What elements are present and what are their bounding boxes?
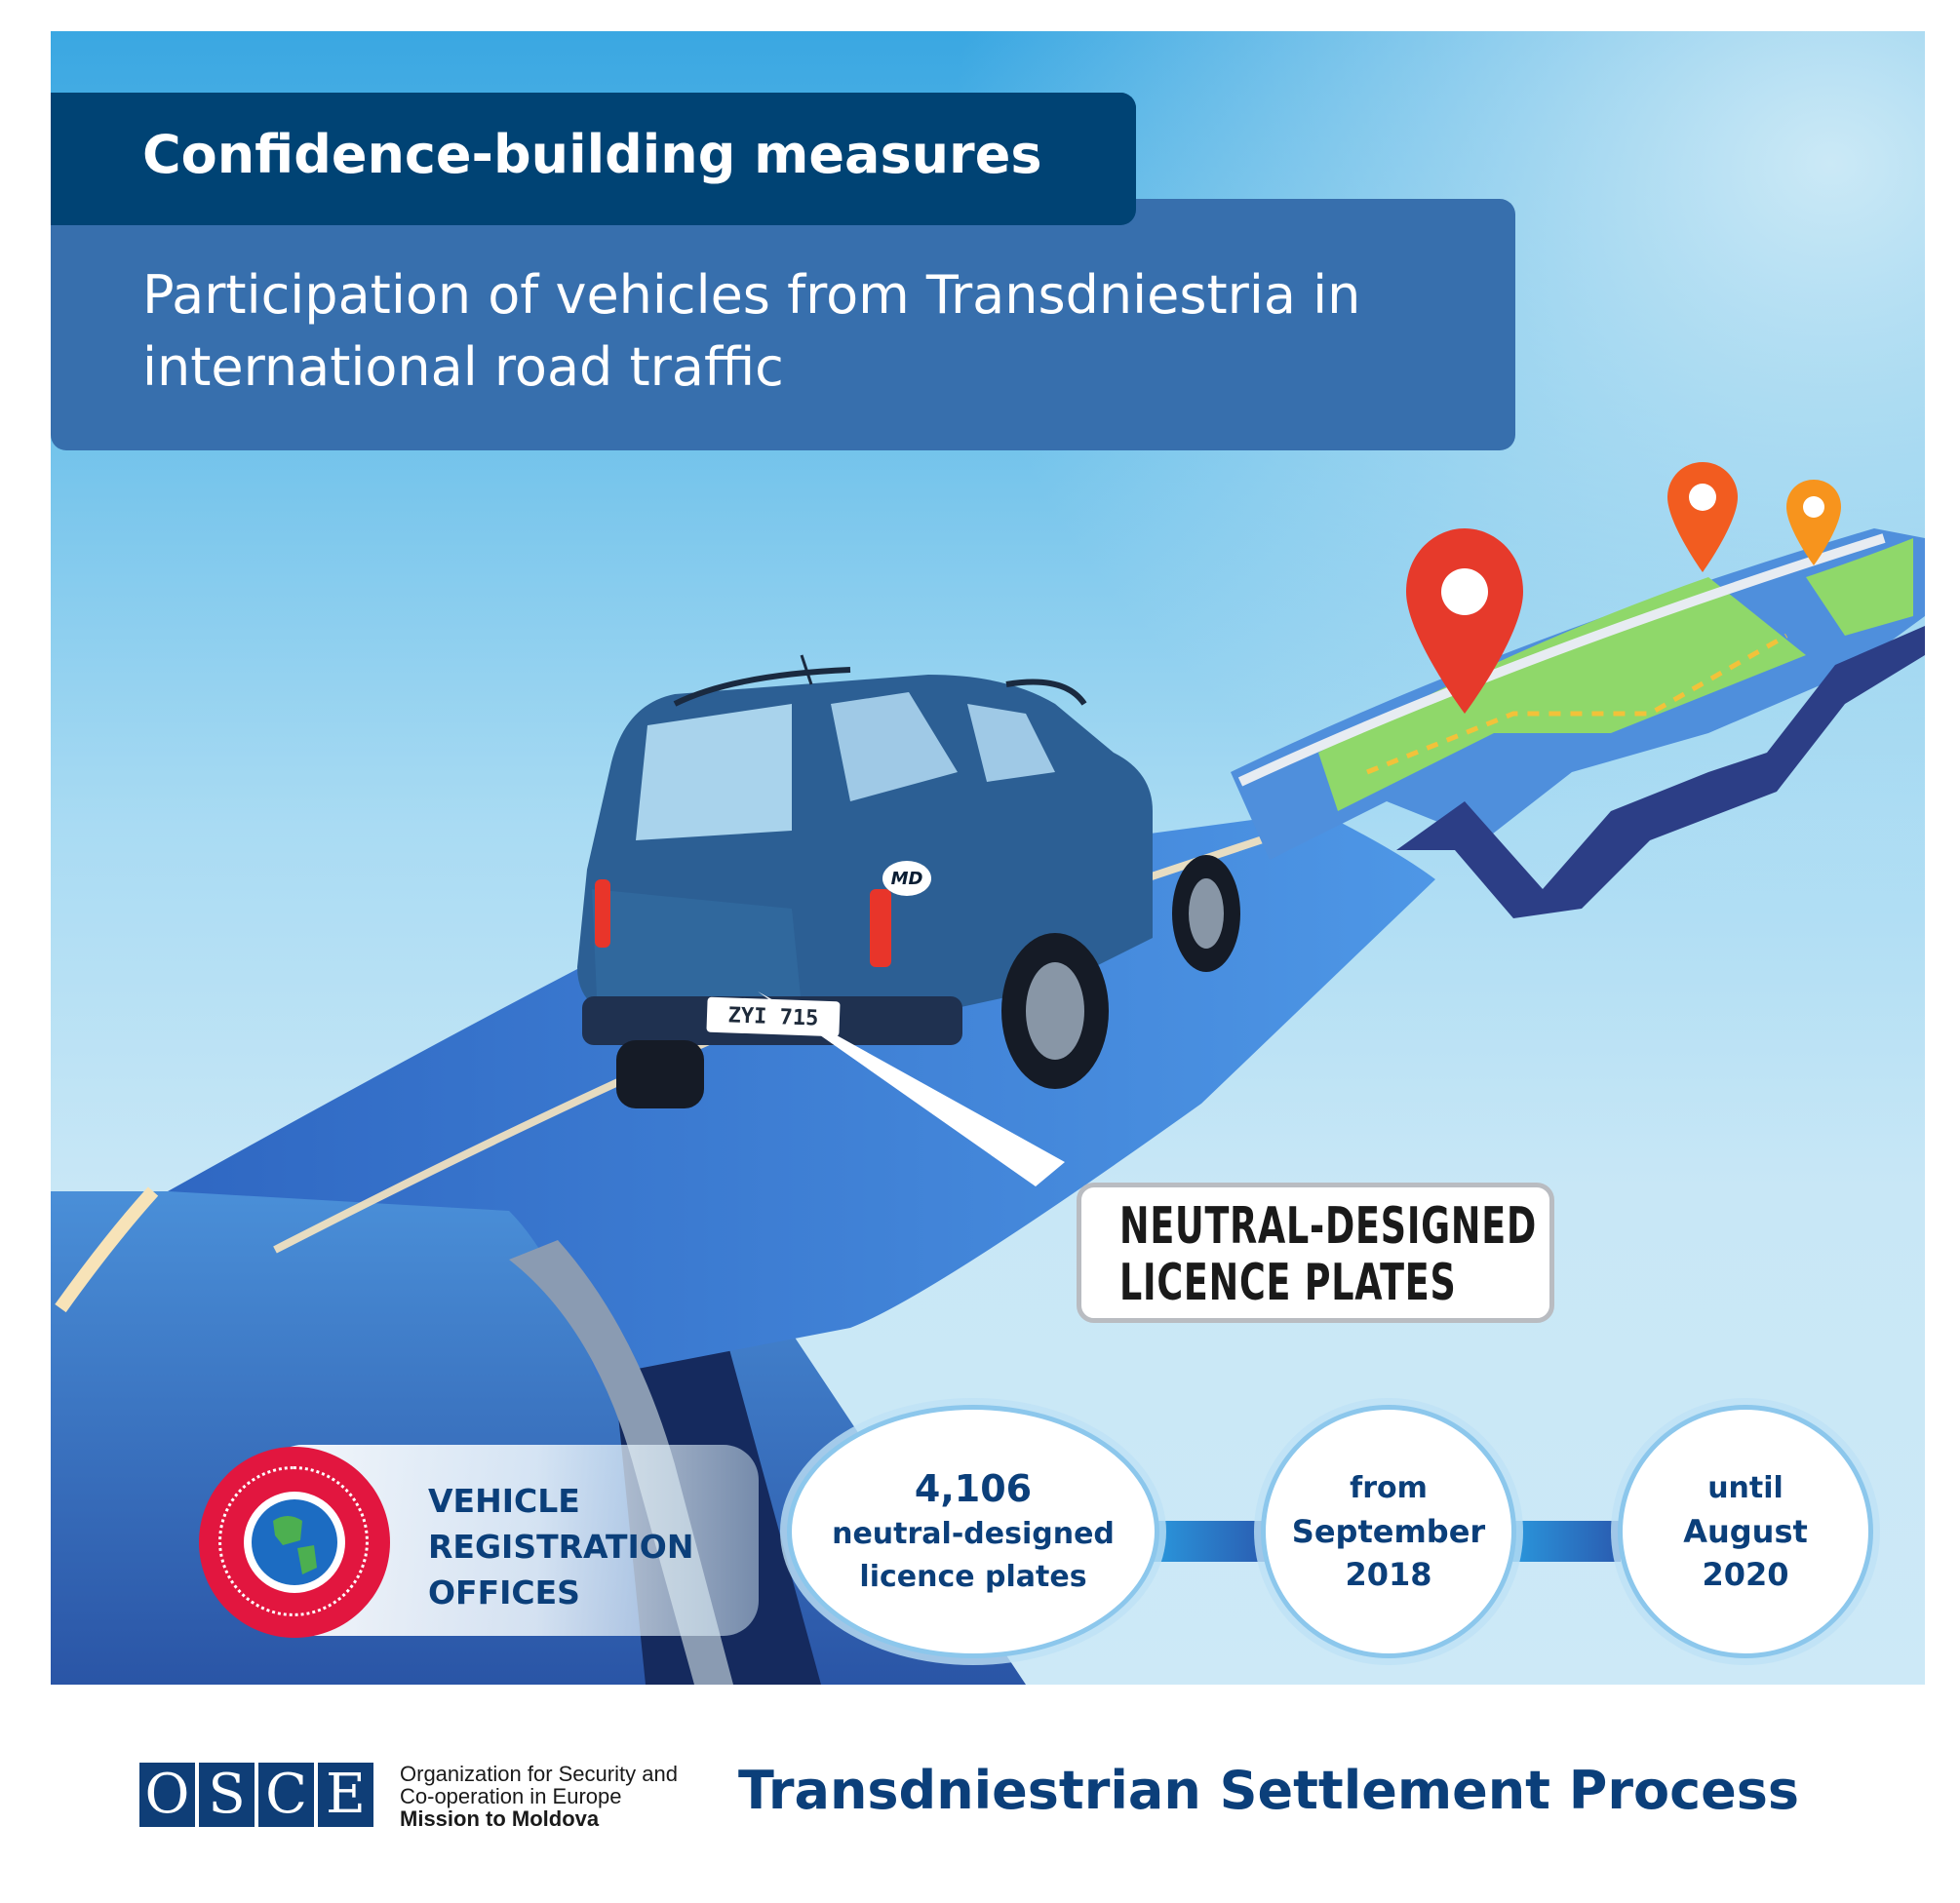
road-illustration [51,462,1925,1685]
callout-line-2: LICENCE PLATES [1119,1254,1457,1312]
callout-pointer [758,991,1065,1186]
osce-letter: S [199,1763,255,1827]
neutral-plates-callout: NEUTRAL-DESIGNED LICENCE PLATES [1077,1183,1554,1323]
car-icon [577,654,1240,1108]
osce-letter: O [139,1763,195,1827]
osce-letter: E [318,1763,373,1827]
start-date-label: from [1350,1471,1428,1505]
organization-line-2: Co-operation in Europe [400,1784,622,1808]
page-title: Participation of vehicles from Transdnie… [142,264,1361,398]
globe-icon [244,1492,345,1593]
category-title-front: Confidence-building measures [142,124,1042,185]
end-date-label: until [1707,1471,1784,1505]
registration-offices-label: VEHICLE REGISTRATION OFFICES [428,1482,694,1612]
map-pin-icon-medium [1667,462,1738,572]
title-banner: Participation of vehicles from Transdnie… [51,199,1515,450]
end-date-circle: until August 2020 [1618,1405,1873,1658]
plates-count: 4,106 [914,1467,1033,1510]
mission-name: Mission to Moldova [400,1806,600,1831]
plates-count-circle: 4,106 neutral-designed licence plates [787,1405,1159,1658]
osce-logo: O S C E [139,1763,373,1827]
start-date: September 2018 [1291,1513,1486,1593]
start-date-circle: from September 2018 [1261,1405,1516,1658]
callout-line-1: NEUTRAL-DESIGNED [1119,1197,1538,1256]
organization-line-1: Organization for Security and [400,1762,678,1786]
map-pin-icon-large [1406,528,1523,714]
registration-logo-ring [218,1466,369,1616]
plates-count-caption: neutral-designed licence plates [832,1517,1115,1594]
license-plate: ZYI 715 [706,996,841,1037]
country-sticker: MD [882,861,931,896]
end-date: August 2020 [1683,1513,1808,1593]
map-pin-icon-small [1786,480,1841,565]
category-banner-front: Confidence-building measures [51,93,1136,225]
timeline-connector-2 [1511,1521,1621,1562]
registration-logo [199,1447,390,1638]
timeline-connector-1 [1153,1521,1270,1562]
osce-letter: C [258,1763,314,1827]
program-title: Transdniestrian Settlement Process [738,1760,1800,1821]
organization-name: Organization for Security and Co-operati… [400,1763,678,1830]
